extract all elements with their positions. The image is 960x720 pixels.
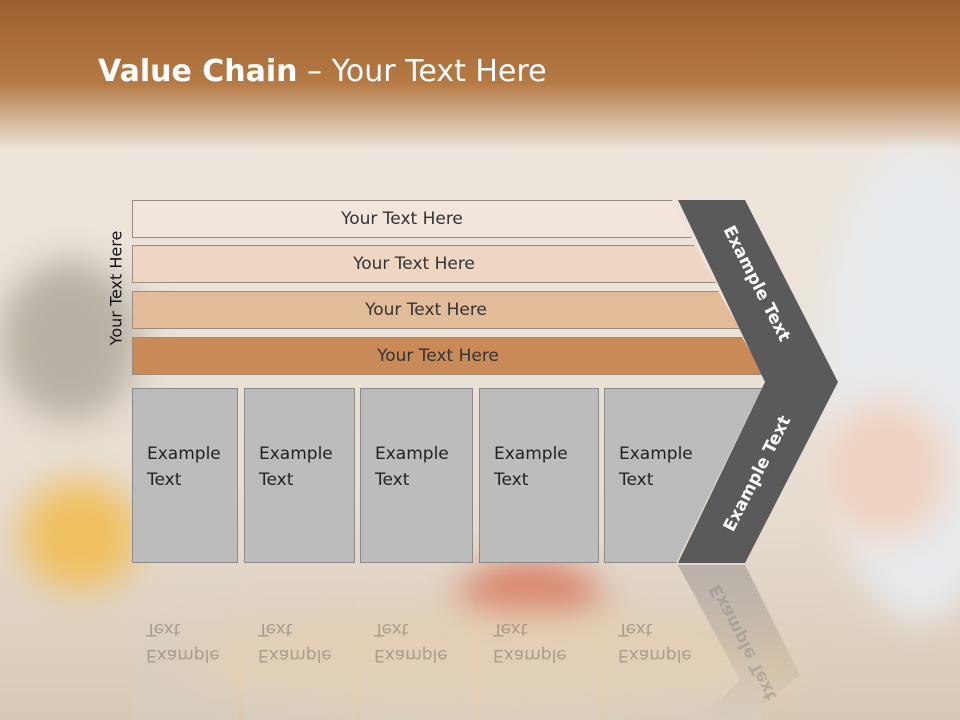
background-blob xyxy=(820,400,950,540)
background-blob xyxy=(20,480,140,590)
box-line-2: Text xyxy=(259,470,294,490)
background-blob xyxy=(180,610,800,720)
box-line-2: Text xyxy=(375,470,410,490)
box-line-1: Example xyxy=(494,444,568,464)
box-line-1: Example xyxy=(375,444,449,464)
background-blob xyxy=(0,260,140,420)
title-rest: – Your Text Here xyxy=(297,54,547,89)
bar-label: Your Text Here xyxy=(341,209,463,229)
slide-title: Value Chain – Your Text Here xyxy=(98,54,547,89)
activity-box-2: Example Text xyxy=(244,388,355,563)
activity-box-3: Example Text xyxy=(360,388,473,563)
bar-label: Your Text Here xyxy=(353,254,475,274)
bar-label: Your Text Here xyxy=(365,300,487,320)
bar-label: Your Text Here xyxy=(377,346,499,366)
box-line-1: Example xyxy=(619,444,693,464)
title-band xyxy=(0,0,960,150)
box-line-2: Text xyxy=(494,470,529,490)
value-bar-2: Your Text Here xyxy=(132,245,716,283)
box-line-2: Text xyxy=(619,470,654,490)
value-bar-4: Your Text Here xyxy=(132,337,764,375)
chevron-reflection xyxy=(678,565,800,720)
chevron-shape xyxy=(678,200,838,563)
value-bar-3: Your Text Here xyxy=(132,291,740,329)
box-line-1: Example xyxy=(147,444,221,464)
title-bold: Value Chain xyxy=(98,54,298,89)
box-line-1: Example xyxy=(259,444,333,464)
activity-box-1: Example Text xyxy=(132,388,238,563)
activity-box-4: Example Text xyxy=(479,388,599,563)
box-line-2: Text xyxy=(147,470,182,490)
value-bar-1: Your Text Here xyxy=(132,200,692,238)
